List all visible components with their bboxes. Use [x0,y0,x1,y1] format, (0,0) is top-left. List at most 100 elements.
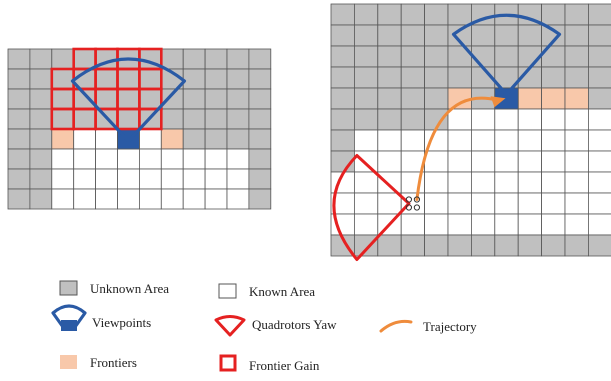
known-cell [541,129,566,152]
known-cell [182,168,206,190]
frontier-cell [517,87,543,110]
unknown-cell [588,234,611,257]
known-cell [95,128,118,150]
known-cell [182,148,206,170]
trajectory-path [415,96,499,201]
trajectory-legend-icon [379,319,413,333]
unknown-area-label: Unknown Area [90,281,169,296]
known-cell [470,213,496,236]
unknown-cell [377,234,402,257]
unknown-cell [29,48,53,70]
unknown-cell [182,108,206,130]
known-cell [424,171,449,194]
known-cell [160,148,184,170]
rotor-icon [405,196,412,203]
unknown-cell [424,45,449,68]
unknown-cell [29,88,53,110]
unknown-cell [160,48,184,70]
unknown-cell [29,168,53,190]
unknown-cell [564,3,589,26]
known-cell [588,129,611,152]
known-cell [541,192,566,215]
known-cell [541,108,566,131]
known-cell [564,171,589,194]
frontiers-swatch [60,355,77,369]
unknown-cell [470,24,496,47]
unknown-cell [226,128,250,150]
unknown-cell [29,68,53,90]
known-cell [588,171,611,194]
known-cell [400,129,426,152]
unknown-cell [447,3,472,26]
known-cell [470,192,496,215]
unknown-cell [588,66,611,89]
trajectory-label: Trajectory [423,319,477,334]
known-cell [160,188,184,210]
unknown-cell [182,48,206,70]
unknown-cell [377,108,402,131]
known-cell [494,129,519,152]
known-cell [424,150,449,173]
unknown-cell [564,24,589,47]
frontier-gain-label: Frontier Gain [249,358,320,373]
known-cell [51,168,75,190]
known-cell [424,192,449,215]
frontier-cell [51,128,75,150]
known-cell [377,171,402,194]
known-cell [494,171,519,194]
known-cell [51,148,75,170]
unknown-cell [73,108,96,130]
known-cell [447,129,472,152]
known-cell [377,192,402,215]
known-cell [588,108,611,131]
unknown-cell [226,68,250,90]
unknown-cell [353,66,379,89]
unknown-cell [353,24,379,47]
unknown-cell [377,66,402,89]
known-cell [117,188,140,210]
unknown-cell [182,68,206,90]
known-cell [447,192,472,215]
known-cell [564,213,589,236]
known-cell [470,108,496,131]
known-cell [182,188,206,210]
unknown-cell [353,87,379,110]
unknown-cell [330,129,355,152]
unknown-cell [29,188,53,210]
known-cell [588,192,611,215]
known-cell [588,150,611,173]
unknown-cell [226,88,250,110]
known-cell [517,213,543,236]
unknown-cell [541,3,566,26]
known-cell [470,129,496,152]
known-cell [564,150,589,173]
viewpoint-fov-icon [70,57,187,143]
known-cell [377,150,402,173]
known-cell [353,150,379,173]
known-cell [95,148,118,170]
known-cell [564,129,589,152]
unknown-cell [353,45,379,68]
known-cell [400,192,426,215]
unknown-cell [564,45,589,68]
viewpoint-fov-icon [451,13,562,96]
viewpoints-label: Viewpoints [92,315,151,330]
left-map-overlay [50,47,187,143]
unknown-cell [400,66,426,89]
unknown-cell [248,88,272,110]
quadrotors-yaw-legend-icon [214,315,246,337]
unknown-cell [182,128,206,150]
unknown-cell [400,3,426,26]
rotor-icon [405,204,412,211]
known-area-swatch [218,283,237,299]
frontiers-label: Frontiers [90,355,137,370]
unknown-cell [330,3,355,26]
known-cell [73,128,96,150]
unknown-cell [541,234,566,257]
known-cell [447,171,472,194]
known-cell [494,108,519,131]
known-cell [517,150,543,173]
quadrotor-yaw-icon [332,154,411,261]
unknown-cell [51,68,75,90]
known-cell [447,108,472,131]
